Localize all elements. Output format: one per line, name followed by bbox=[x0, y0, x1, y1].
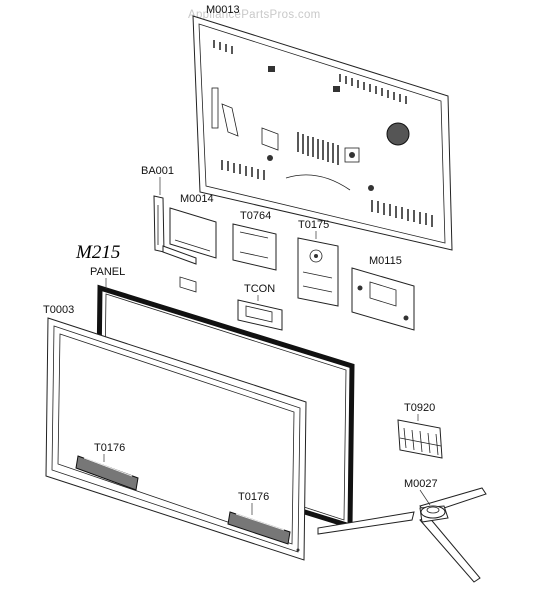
main-board[interactable] bbox=[169, 207, 217, 293]
bracket[interactable] bbox=[153, 195, 197, 265]
board-t0764[interactable] bbox=[232, 223, 277, 271]
cover-t0920[interactable] bbox=[397, 419, 443, 459]
back-cover-vents-bottom bbox=[221, 160, 433, 227]
speaker-left[interactable] bbox=[75, 455, 139, 491]
label-t0920: T0920 bbox=[404, 402, 435, 414]
label-tcon: TCON bbox=[244, 283, 275, 295]
label-back-cover: M0013 bbox=[206, 4, 240, 16]
label-m0115: M0115 bbox=[369, 255, 402, 267]
back-cover-vent-block bbox=[297, 132, 339, 165]
label-speaker-right: T0176 bbox=[238, 491, 269, 503]
watermark: AppliancePartsPros.com bbox=[188, 9, 321, 21]
label-panel: PANEL bbox=[90, 266, 125, 278]
back-cover[interactable] bbox=[192, 15, 453, 251]
tcon-board[interactable] bbox=[237, 299, 283, 331]
stand[interactable] bbox=[317, 487, 487, 583]
front-bezel[interactable] bbox=[45, 317, 307, 561]
speaker-right[interactable] bbox=[227, 511, 291, 545]
board-m0115[interactable] bbox=[351, 267, 415, 331]
power-board[interactable] bbox=[297, 237, 339, 307]
mount-hole bbox=[268, 66, 275, 72]
label-speaker-left: T0176 bbox=[94, 442, 125, 454]
speaker-grille bbox=[386, 122, 410, 146]
label-t0175: T0175 bbox=[298, 219, 329, 231]
label-t0764: T0764 bbox=[240, 210, 271, 222]
handwritten-model-note: M215 bbox=[75, 242, 120, 263]
back-cover-vents-top bbox=[213, 40, 407, 104]
label-main-board: M0014 bbox=[180, 193, 214, 205]
label-bracket: BA001 bbox=[141, 165, 174, 177]
label-stand: M0027 bbox=[404, 478, 438, 490]
label-front-bezel: T0003 bbox=[43, 304, 74, 316]
mount-hole bbox=[333, 86, 340, 92]
